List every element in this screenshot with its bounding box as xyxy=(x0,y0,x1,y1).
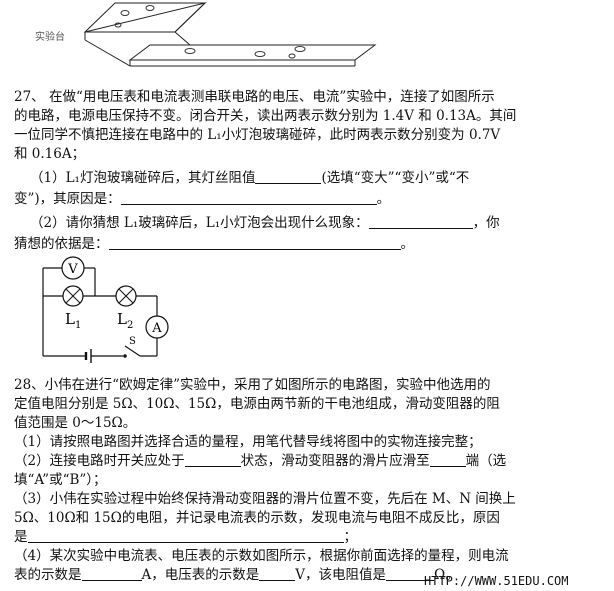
q28-sub3-answer-blank[interactable] xyxy=(27,528,344,543)
lamp-l1-label: L xyxy=(65,310,75,328)
q28-sub4-voltage-blank[interactable] xyxy=(259,566,296,581)
q28-sub2-tail: 端（选 xyxy=(465,453,507,469)
q27-sub1-end: 。 xyxy=(376,191,391,207)
q28-line1: 28、小伟在进行“欧姆定律”实验中，采用了如图所示的电路图，实验中他选用的 xyxy=(14,377,491,393)
q28-sub4-resistance-prompt: V，该电阻值是 xyxy=(295,567,386,583)
circuit-diagram: V A L 1 L 2 S xyxy=(30,252,180,367)
voltmeter-label: V xyxy=(67,262,78,277)
q27-sub1-answer-blank-1[interactable] xyxy=(255,169,322,184)
lamp-l2-label: L xyxy=(117,310,127,328)
q27-line3: 一位同学不慎把连接在电路中的 L₁小灯泡玻璃碰碎，此时两表示数分别变为 0.7V xyxy=(14,127,501,143)
q27-sub1-line2: 变”)，其原因是： 。 xyxy=(14,189,390,209)
q28-sub4-line2: 表的示数是 A，电压表的示数是 V，该电阻值是 Ω。 xyxy=(14,565,459,585)
q28-sub3-line3: 是； xyxy=(14,527,357,547)
watermark-url: HTTP://WWW.51EDU.COM xyxy=(424,574,569,588)
bench-drawing xyxy=(83,2,377,67)
switch-label: S xyxy=(129,336,136,347)
q28-sub2-answer-blank-1[interactable] xyxy=(184,452,241,467)
q28-sub4-resistance-blank[interactable] xyxy=(386,566,434,581)
q27-sub2-answer-blank-2[interactable] xyxy=(108,235,401,250)
q27-sub1-prompt: （1）L₁灯泡玻璃碰碎后，其灯丝阻值 xyxy=(30,170,256,186)
q28-sub3-prompt: 是 xyxy=(14,529,28,545)
q27-sub2-end: 。 xyxy=(400,236,415,252)
q27-sub2-basis-prompt: 猜想的依据是： xyxy=(14,236,109,252)
q28-sub3-end: ； xyxy=(343,529,358,545)
q27-line4: 和 0.16A； xyxy=(14,146,86,162)
lamp-l1-subscript: 1 xyxy=(75,320,81,331)
q28-sub4-current-blank[interactable] xyxy=(81,566,142,581)
q28-sub2-prompt: （2）连接电路时开关应处于 xyxy=(14,453,185,469)
q28-sub4-voltage-prompt: A，电压表的示数是 xyxy=(141,567,260,583)
ammeter-label: A xyxy=(151,321,162,336)
q27-sub1-reason-prompt: 变”)，其原因是： xyxy=(14,191,121,207)
bench-label: 实验台 xyxy=(35,32,65,43)
q27-sub2-line2: 猜想的依据是： 。 xyxy=(14,234,414,254)
q27-line1: 27、 在做“用电压表和电流表测串联电路的电压、电流”实验中，连接了如图所示 xyxy=(14,89,495,105)
q28-sub3-line1: （3）小伟在实验过程中始终保持滑动变阻器的滑片位置不变，先后在 M、N 间换上 xyxy=(14,491,516,507)
q28-sub2-answer-blank-2[interactable] xyxy=(429,452,466,467)
q28-sub1: （1）请按照电路图并选择合适的量程，用笔代替导线将图中的实物连接完整； xyxy=(14,434,482,450)
q28-sub4-ohm: Ω。 xyxy=(434,567,459,583)
q27-line2: 的电路，电源电压保持不变。闭合开关，读出两表示数分别为 1.4V 和 0.13A… xyxy=(14,108,517,124)
lamp-l2-subscript: 2 xyxy=(127,320,133,331)
bench-figure: 实验台 xyxy=(0,0,614,80)
switch-symbol xyxy=(124,345,141,357)
q27-sub2-line1: （2）请你猜想 L₁玻璃碎后，L₁小灯泡会出现什么现象： ，你 xyxy=(30,213,500,233)
q27-sub2-answer-blank-1[interactable] xyxy=(368,214,473,229)
q28-line2: 定值电阻分别是 5Ω、10Ω、15Ω，电源由两节新的干电池组成，滑动变阻器的阻 xyxy=(14,396,500,412)
q27-sub2-you: ，你 xyxy=(472,215,500,231)
q28-sub3-line2: 5Ω、10Ω和 15Ω的电阻，并记录电流表的示数，发现电流与电阻不成反比，原因 xyxy=(14,510,500,526)
q27-sub1-answer-blank-2[interactable] xyxy=(120,190,377,205)
q28-sub2-mid: 状态，滑动变阻器的滑片应滑至 xyxy=(240,453,430,469)
q28-sub4-line1: （4）某次实验中电流表、电压表的示数如图所示，根据你前面选择的量程，则电流 xyxy=(14,548,509,564)
q27-sub1-line1: （1）L₁灯泡玻璃碰碎后，其灯丝阻值 (选填“变大”“变小”或“不 xyxy=(30,168,469,188)
q28-line3: 值范围是 0～15Ω。 xyxy=(14,415,137,431)
q28-sub2-line1: （2）连接电路时开关应处于 状态，滑动变阻器的滑片应滑至 端（选 xyxy=(14,451,506,471)
q27-sub1-choice: (选填“变大”“变小”或“不 xyxy=(321,170,470,186)
q28-sub4-current-prompt: 表的示数是 xyxy=(14,567,82,583)
q27-sub2-prompt: （2）请你猜想 L₁玻璃碎后，L₁小灯泡会出现什么现象： xyxy=(30,215,369,231)
q28-sub2-line2: 填“A”或“B”）； xyxy=(14,472,107,488)
